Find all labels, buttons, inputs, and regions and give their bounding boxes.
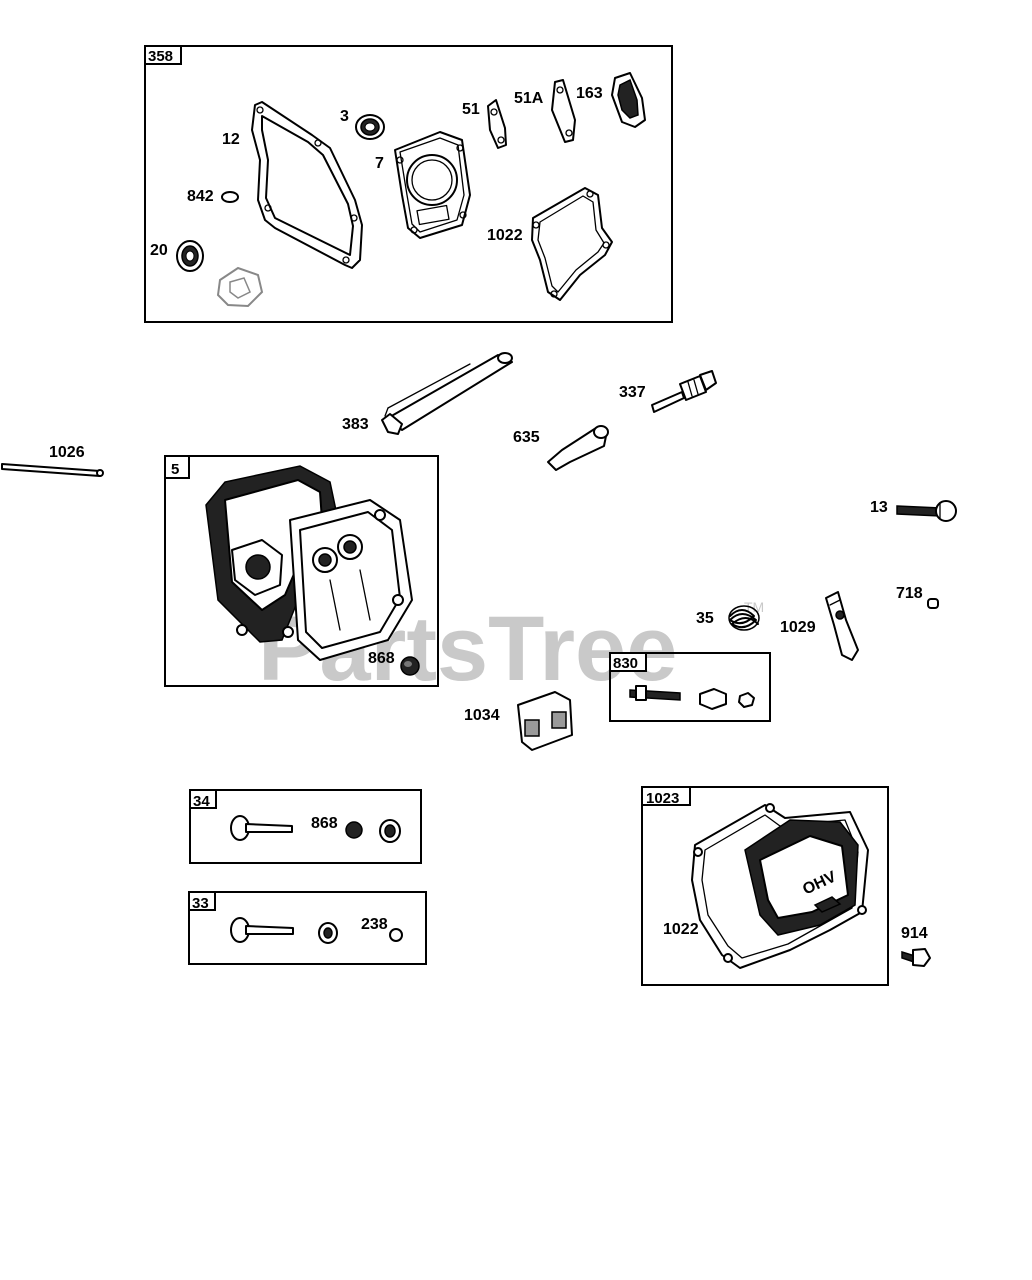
box-tag-5: 5	[171, 461, 179, 478]
intake-valve-retainer[interactable]	[318, 922, 338, 944]
part-842-o-ring[interactable]	[221, 191, 239, 203]
watermark-tm: TM	[744, 599, 764, 615]
part-868-valve-seal[interactable]	[400, 656, 420, 676]
part-35-valve-spring[interactable]	[728, 605, 760, 631]
label-51a: 51A	[514, 90, 544, 107]
label-1029: 1029	[780, 619, 816, 636]
part-3-oil-seal[interactable]	[355, 114, 385, 140]
part-20-oil-seal[interactable]	[176, 240, 204, 272]
part-238-valve-cap[interactable]	[389, 928, 403, 942]
label-1022-cover: 1022	[663, 921, 699, 938]
label-337: 337	[619, 384, 646, 401]
kit-box-1023[interactable]: 1023	[641, 786, 889, 986]
part-1034-pushrod-guide[interactable]	[517, 691, 573, 751]
kit-box-830[interactable]: 830	[609, 652, 771, 722]
part-718-valve-cap[interactable]	[927, 598, 939, 609]
kit-box-33[interactable]: 33	[188, 891, 427, 965]
part-635-spark-plug-boot[interactable]	[547, 425, 609, 471]
label-868-head: 868	[368, 650, 395, 667]
part-163-gasket[interactable]	[611, 72, 646, 128]
kit-box-358[interactable]: 358	[144, 45, 673, 323]
label-51: 51	[462, 101, 480, 118]
label-1022-gasket: 1022	[487, 227, 523, 244]
box-tag-358: 358	[148, 48, 173, 65]
box-tag-33: 33	[192, 895, 209, 912]
part-914-screw[interactable]	[901, 948, 931, 967]
part-5-cylinder-head[interactable]	[205, 465, 413, 661]
part-7-head-gasket[interactable]	[394, 131, 471, 239]
part-337-spark-plug[interactable]	[651, 370, 717, 413]
part-51a-gasket[interactable]	[551, 79, 576, 143]
label-868-kit: 868	[311, 815, 338, 832]
part-868-valve-seal-kit[interactable]	[345, 821, 363, 839]
label-842: 842	[187, 188, 214, 205]
label-914: 914	[901, 925, 928, 942]
label-1026: 1026	[49, 444, 85, 461]
kit-box-34[interactable]: 34	[189, 789, 422, 864]
part-1022-valve-cover-gasket[interactable]	[531, 187, 613, 301]
part-1026-pushrod[interactable]	[1, 463, 104, 477]
label-163: 163	[576, 85, 603, 102]
part-51-gasket[interactable]	[487, 99, 507, 149]
box-tag-34: 34	[193, 793, 210, 810]
part-33-intake-valve[interactable]	[230, 917, 294, 943]
part-383-breather-tube[interactable]	[381, 352, 513, 435]
label-383: 383	[342, 416, 369, 433]
label-20: 20	[150, 242, 168, 259]
part-34-exhaust-valve[interactable]	[230, 815, 293, 841]
part-830-rocker-stud-kit[interactable]	[629, 685, 755, 710]
label-238: 238	[361, 916, 388, 933]
box-tag-830: 830	[613, 655, 638, 672]
label-718: 718	[896, 585, 923, 602]
label-3: 3	[340, 108, 349, 125]
box-tag-1023: 1023	[646, 790, 679, 807]
part-13-head-bolt[interactable]	[896, 500, 957, 522]
label-635: 635	[513, 429, 540, 446]
label-1034: 1034	[464, 707, 500, 724]
carburetor-gasket[interactable]	[216, 266, 264, 308]
kit-box-5[interactable]: 5	[164, 455, 439, 687]
part-1029-rocker-arm[interactable]	[825, 591, 859, 661]
label-13: 13	[870, 499, 888, 516]
label-35: 35	[696, 610, 714, 627]
exhaust-valve-retainer[interactable]	[379, 819, 401, 843]
label-7: 7	[375, 155, 384, 172]
part-1023-valve-cover[interactable]: OHV	[691, 803, 869, 969]
part-12-crankcase-gasket[interactable]	[251, 101, 363, 269]
label-12: 12	[222, 131, 240, 148]
